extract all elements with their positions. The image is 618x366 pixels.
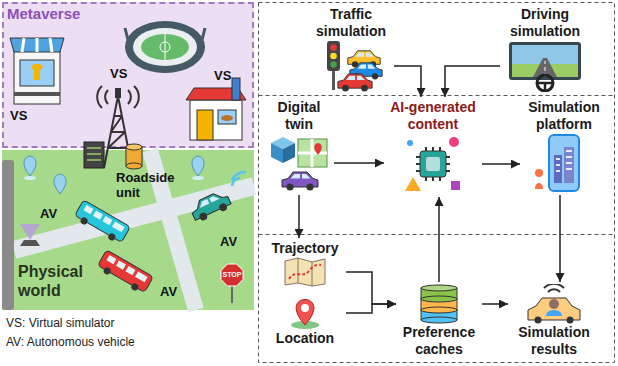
simulation-results: Simulation results bbox=[508, 282, 600, 360]
arrow-connector bbox=[445, 66, 500, 97]
cache-icon bbox=[414, 284, 464, 324]
node-label: Digital twin bbox=[266, 99, 332, 133]
digital-twin-icon bbox=[268, 133, 330, 193]
node-label: Physical world bbox=[18, 262, 90, 300]
platform-icon bbox=[533, 133, 595, 193]
arrow-connector bbox=[346, 272, 396, 304]
node-label: Driving simulation bbox=[502, 6, 588, 40]
results-icon bbox=[522, 284, 586, 324]
simulation-platform: Simulation platform bbox=[520, 97, 608, 195]
vs-label: VS bbox=[10, 108, 27, 123]
traffic-simulation: Traffic simulation bbox=[308, 4, 394, 94]
aigc-icon bbox=[402, 133, 464, 195]
legend-text: AV: Autonomous vehicle bbox=[6, 335, 135, 350]
arrow-connector bbox=[346, 304, 396, 313]
digital-twin: Digital twin bbox=[264, 97, 334, 195]
trajectory-data: Trajectory bbox=[264, 238, 346, 289]
node-label: Simulation results bbox=[510, 324, 598, 358]
node-label: Traffic simulation bbox=[310, 6, 392, 40]
legend-text: VS: Virtual simulator bbox=[6, 316, 115, 331]
driving-sim-icon bbox=[503, 40, 587, 92]
av-label: AV bbox=[160, 284, 177, 299]
vs-label: VS bbox=[110, 66, 127, 81]
arrow-connector bbox=[298, 195, 300, 238]
node-label: Preference caches bbox=[398, 324, 480, 358]
av-label: AV bbox=[40, 206, 57, 221]
arrow-connector bbox=[438, 197, 440, 282]
av-label: AV bbox=[220, 234, 237, 249]
location-data: Location bbox=[264, 294, 346, 349]
preference-caches: Preference caches bbox=[396, 282, 482, 360]
node-label: Location bbox=[276, 330, 334, 347]
traffic-icon bbox=[316, 40, 386, 92]
aigc-module: AI-generated content bbox=[384, 97, 482, 197]
stop-sign-text: STOP bbox=[220, 271, 244, 279]
trajectory-icon bbox=[283, 257, 327, 287]
node-label: Simulation platform bbox=[522, 99, 606, 133]
driving-simulation: Driving simulation bbox=[500, 4, 590, 94]
location-icon bbox=[288, 296, 322, 330]
arrow-connector bbox=[482, 163, 520, 165]
arrow-connector bbox=[334, 162, 384, 164]
node-label: Metaverse bbox=[7, 5, 80, 23]
node-label: Trajectory bbox=[272, 240, 339, 257]
arrow-connector bbox=[394, 66, 421, 97]
arrow-connector bbox=[559, 195, 561, 282]
vs-label: VS bbox=[214, 68, 231, 83]
roadside-unit-label: Roadside unit bbox=[116, 170, 182, 200]
arrow-connector bbox=[482, 303, 508, 305]
node-label: AI-generated content bbox=[386, 99, 480, 133]
